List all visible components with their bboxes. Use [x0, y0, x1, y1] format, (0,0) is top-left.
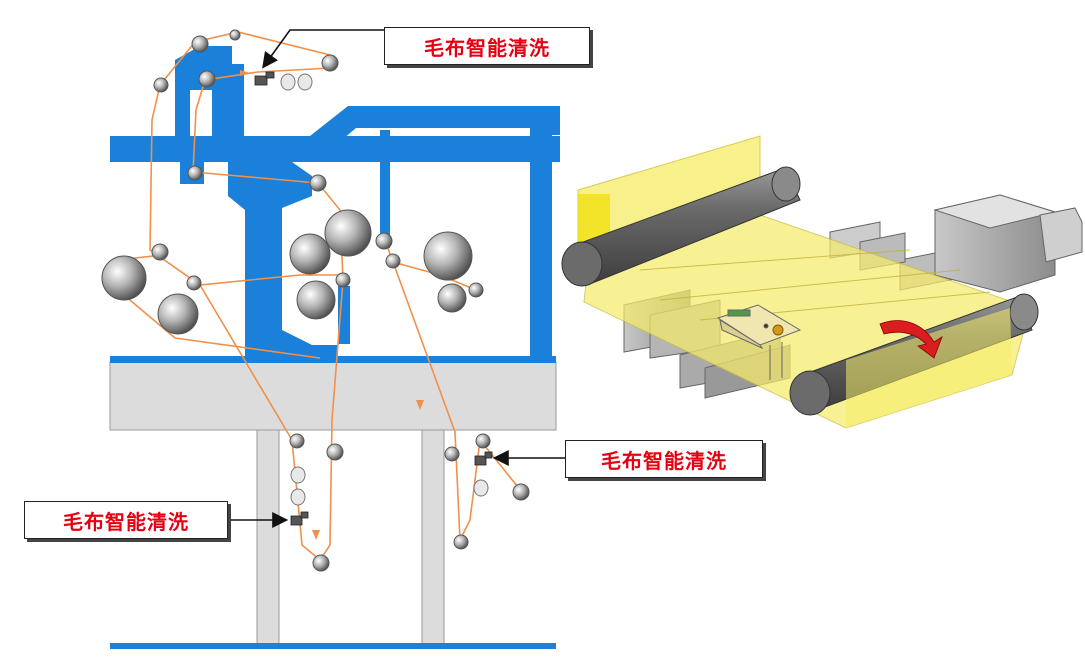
cleaning-device-icons	[254, 71, 493, 526]
cleaning-head	[716, 304, 802, 380]
rotation-arrow	[879, 320, 943, 359]
machine-schematic	[101, 29, 565, 649]
label-felt-cleaning-right: 毛布智能清洗	[565, 440, 763, 478]
press-rolls	[101, 209, 473, 335]
light-rolls	[280, 73, 489, 506]
guide-rolls	[151, 29, 530, 572]
cleaning-device-3d	[561, 135, 1083, 429]
felt-sheet-front	[846, 308, 1012, 428]
label-felt-cleaning-left: 毛布智能清洗	[24, 501, 228, 539]
callout-arrows	[228, 29, 565, 528]
roll-back	[561, 166, 801, 287]
felt-arrows	[240, 70, 424, 540]
label-felt-cleaning-top: 毛布智能清洗	[384, 27, 590, 65]
foundation	[109, 361, 557, 649]
